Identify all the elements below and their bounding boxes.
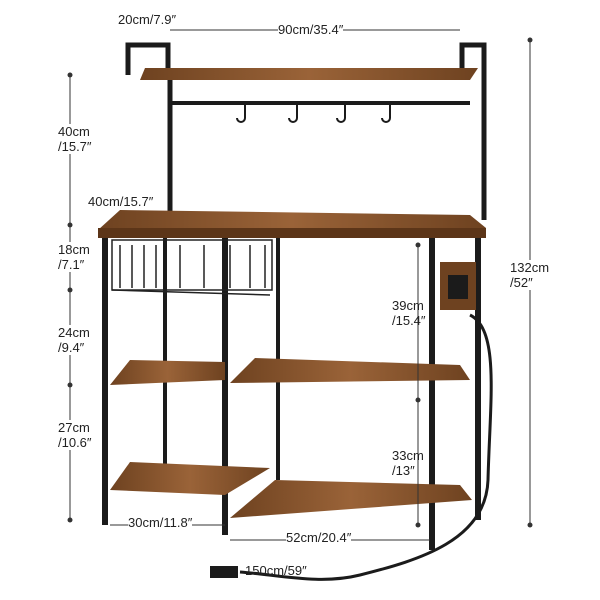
cord-length-label: 150cm/59″ [245,563,307,578]
plug [210,566,238,578]
right-lower-height-cm: 33cm [392,448,424,463]
power-outlets [448,275,468,299]
hutch-height-cm: 40cm [58,124,90,139]
power-cord [239,313,493,581]
right-upper-height-label: 39cm/15.4″ [392,298,426,328]
right-bottom-shelf [230,480,472,518]
desk-top [98,210,486,230]
hooks [236,103,391,123]
basket-height-label: 18cm/7.1″ [58,242,90,272]
right-shelf-width-label: 52cm/20.4″ [286,530,352,545]
left-shelf-width-label: 30cm/11.8″ [128,515,193,530]
right-lower-height-in: /13″ [392,463,415,478]
mid-gap-in: /9.4″ [58,340,85,355]
overall-width-label: 90cm/35.4″ [278,22,344,37]
hutch-height-label: 40cm/15.7″ [58,124,92,154]
basket-height-cm: 18cm [58,242,90,257]
overall-height-cm: 132cm [510,260,550,275]
hutch-height-in: /15.7″ [58,139,92,154]
bottom-gap-cm: 27cm [58,420,90,435]
wire-basket [111,239,273,296]
bottom-gap-in: /10.6″ [58,435,92,450]
left-bottom-shelf [110,462,270,495]
basket-height-in: /7.1″ [58,257,85,272]
legs [102,238,481,550]
hutch-frame [125,42,487,220]
top-shelf [140,68,478,80]
right-upper-height-in: /15.4″ [392,313,426,328]
dimension-endpoints [67,37,533,528]
right-middle-shelf [230,358,470,383]
overall-height-label: 132cm/52″ [510,260,550,290]
overall-height-in: /52″ [510,275,533,290]
mid-gap-label: 24cm/9.4″ [58,325,90,355]
right-upper-height-cm: 39cm [392,298,424,313]
top-shelf-depth-label: 20cm/7.9″ [118,12,177,27]
mid-gap-cm: 24cm [58,325,90,340]
left-middle-shelf [110,360,225,385]
desk-top-edge [98,228,486,238]
bottom-gap-label: 27cm/10.6″ [58,420,92,450]
desk-depth-label: 40cm/15.7″ [88,194,154,209]
right-lower-height-label: 33cm/13″ [392,448,424,478]
